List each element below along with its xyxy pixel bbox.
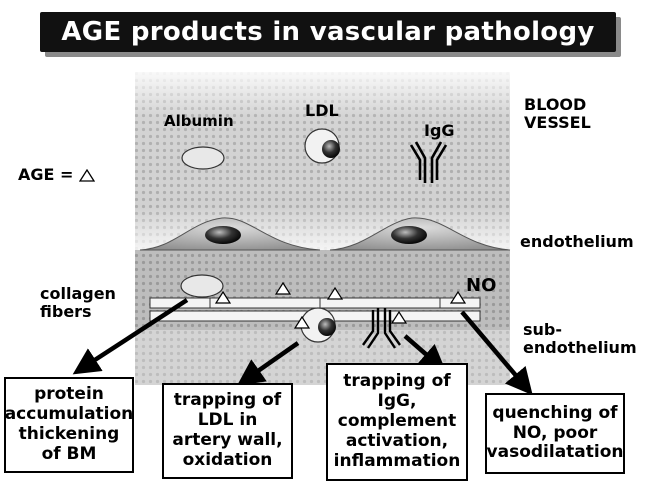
blood-vessel-line1: BLOOD xyxy=(524,95,587,114)
age-triangle-icon xyxy=(390,310,408,324)
box-protein-accumulation: protein accumulation thickening of BM xyxy=(4,377,134,473)
age-triangle-icon xyxy=(214,290,232,304)
arrow-no xyxy=(460,310,533,396)
age-triangle-icon xyxy=(274,281,292,295)
arrow-igg xyxy=(403,334,447,372)
collagen-line2: fibers xyxy=(40,302,92,322)
collagen-label: collagen fibers xyxy=(40,284,116,322)
igg-label: IgG xyxy=(424,121,455,140)
age-triangle-icon xyxy=(326,286,344,300)
collagen-line1: collagen xyxy=(40,284,116,303)
age-triangle-icon xyxy=(449,290,467,304)
no-label: NO xyxy=(466,275,497,296)
age-legend: AGE = xyxy=(18,165,96,184)
age-legend-label: AGE = xyxy=(18,165,74,184)
triangle-icon xyxy=(79,168,96,182)
endothelial-cell-right xyxy=(329,217,511,251)
blood-vessel-label: BLOOD VESSEL xyxy=(524,95,591,133)
endothelium-label: endothelium xyxy=(520,232,634,251)
igg-antibody-icon xyxy=(409,141,448,183)
subendothelium-label: sub- endothelium xyxy=(523,320,637,358)
box-igg-trapping: trapping of IgG, complement activation, … xyxy=(326,363,468,481)
subendothelium-line2: endothelium xyxy=(523,338,637,358)
albumin-label: Albumin xyxy=(164,112,234,130)
ldl-label: LDL xyxy=(305,101,339,120)
box-no-quenching: quenching of NO, poor vasodilatation xyxy=(485,393,625,474)
ldl-particle-icon xyxy=(304,128,340,164)
page-title: AGE products in vascular pathology xyxy=(40,12,616,52)
age-triangles xyxy=(214,281,467,329)
arrow-protein xyxy=(72,298,189,375)
subendothelium-line1: sub- xyxy=(523,320,563,339)
trapped-igg-icon xyxy=(362,308,401,349)
albumin-molecule-icon xyxy=(181,146,225,170)
box-ldl-trapping: trapping of LDL in artery wall, oxidatio… xyxy=(162,383,293,479)
blood-vessel-line2: VESSEL xyxy=(524,113,591,133)
trapped-albumin-icon xyxy=(180,274,224,298)
age-triangle-icon xyxy=(293,315,311,329)
arrow-ldl xyxy=(236,341,300,386)
endothelial-cell-left xyxy=(139,217,321,251)
